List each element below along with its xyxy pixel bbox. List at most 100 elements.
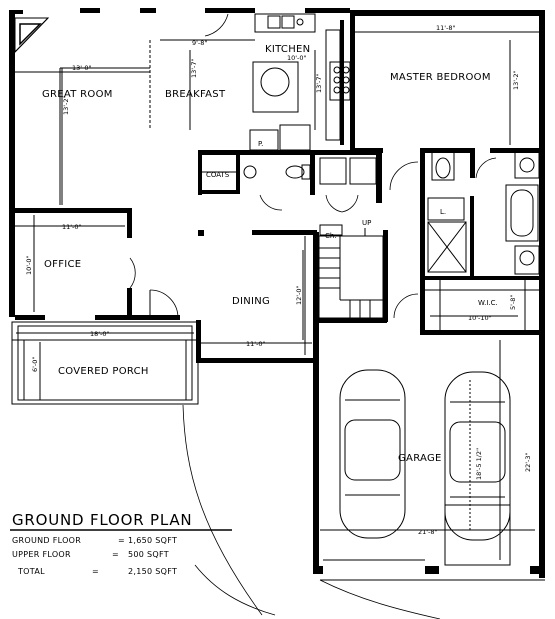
label-china: Ch. — [325, 232, 337, 240]
dim-garage-d: 22'-3" — [524, 452, 532, 472]
door-master — [389, 161, 419, 191]
wall-wic-north — [425, 276, 540, 280]
area-label: UPPER FLOOR — [12, 550, 71, 559]
dryer — [349, 157, 377, 185]
area-label: TOTAL — [17, 567, 45, 576]
wall-east-master — [539, 10, 545, 332]
dim-porch-w: 18'-0" — [90, 330, 110, 338]
sink-right — [281, 15, 295, 29]
ensuite-toilet — [431, 151, 455, 181]
area-sep: = — [112, 550, 119, 559]
kitchen-island — [252, 61, 299, 113]
area-label: GROUND FLOOR — [12, 536, 81, 545]
room-labels: GREAT ROOM BREAKFAST KITCHEN MASTER BEDR… — [42, 44, 498, 464]
garage-cars — [339, 369, 511, 566]
fireplace-inner — [19, 23, 42, 46]
staircase — [318, 228, 384, 319]
area-row: TOTAL = 2,150 SQFT — [17, 567, 177, 576]
label-covered-porch: COVERED PORCH — [58, 366, 149, 377]
door-office — [149, 289, 179, 319]
label-great-room: GREAT ROOM — [42, 89, 113, 100]
dim-wic-w: 10'-10" — [468, 314, 492, 322]
label-coats: COATS — [206, 171, 230, 179]
wall-garage-front3 — [530, 566, 545, 574]
walls — [9, 8, 545, 578]
label-office: OFFICE — [44, 259, 81, 270]
column — [198, 230, 204, 236]
door-garage — [393, 293, 419, 319]
wall-north-mid2 — [140, 8, 156, 13]
label-pantry: P. — [258, 140, 263, 148]
car-1 — [339, 369, 406, 539]
covered-porch-outline — [11, 321, 199, 405]
wall-powder-east — [376, 148, 382, 203]
wall-coats-west — [198, 150, 202, 195]
walkway — [182, 404, 263, 616]
wall-garage-west — [313, 232, 319, 572]
label-wic: W.I.C. — [478, 299, 498, 307]
title-block: GROUND FLOOR PLAN GROUND FLOOR = 1,650 S… — [10, 511, 232, 576]
wall-north-mid — [80, 8, 100, 13]
label-breakfast: BREAKFAST — [165, 89, 226, 100]
wall-garage-north2 — [420, 330, 545, 335]
wall-office-north — [15, 208, 130, 213]
label-stair-up: UP — [362, 219, 371, 227]
wall-ensuite-west — [470, 196, 474, 280]
wall-north-kitchen2 — [305, 8, 350, 13]
wall-kitchen-east-inner — [340, 20, 344, 145]
area-value: 2,150 SQFT — [128, 567, 177, 576]
wall-powder-north — [198, 150, 381, 155]
label-dining: DINING — [232, 296, 270, 307]
doors — [129, 13, 497, 319]
wall-coats-south — [198, 190, 238, 194]
wall-office-south1 — [15, 315, 45, 320]
area-sep: = — [92, 567, 99, 576]
linen-closet — [427, 197, 465, 221]
pantry — [249, 129, 279, 151]
dim-garage-car: 18'-5 1/2" — [475, 448, 483, 480]
dim-garage-w: 21'-8" — [418, 528, 438, 536]
shower — [427, 221, 467, 273]
label-master-bedroom: MASTER BEDROOM — [390, 72, 491, 83]
dim-kitchen-d: 13'-7" — [315, 73, 323, 93]
sink-left — [267, 15, 281, 29]
wall-north-kitchen — [205, 8, 255, 13]
dim-kitchen-w: 10'-0" — [287, 54, 307, 62]
area-row: UPPER FLOOR = 500 SQFT — [12, 550, 169, 559]
powder-toilet — [285, 165, 305, 179]
wall-north-master — [352, 10, 542, 16]
washer — [319, 157, 347, 185]
china-cabinet — [319, 224, 343, 236]
dimension-lines — [15, 31, 540, 560]
wall-garage-front1 — [313, 566, 323, 574]
fixtures — [11, 13, 545, 619]
dim-breakfast-w: 9'-8" — [192, 39, 207, 47]
dim-master-d: 13'-2" — [512, 70, 520, 90]
label-kitchen: KITCHEN — [265, 44, 310, 55]
dimension-labels: 13'-0" 13'-2" 9'-8" 13'-7" 10'-0" 13'-7"… — [25, 24, 532, 536]
wall-bath-west — [420, 148, 425, 333]
label-linen: L. — [440, 208, 446, 216]
wall-stair-east — [383, 230, 388, 322]
dim-great-room-d: 13'-2" — [62, 95, 70, 115]
range — [329, 61, 351, 101]
dim-office-d: 10'-0" — [25, 255, 33, 275]
wall-master-south2 — [420, 148, 475, 153]
plan-title: GROUND FLOOR PLAN — [12, 511, 192, 529]
kitchen-counter-north — [254, 13, 316, 33]
wall-office-south2 — [95, 315, 180, 320]
car-2 — [444, 371, 511, 541]
wall-garage-east — [539, 330, 545, 578]
dim-porch-d: 6'-0" — [31, 357, 39, 372]
dim-wic-d: 5'-8" — [509, 295, 517, 310]
ensuite-sink-2 — [519, 250, 535, 266]
powder-sink — [243, 165, 257, 179]
bathtub — [505, 184, 539, 242]
area-value: 500 SQFT — [128, 550, 169, 559]
label-garage: GARAGE — [398, 453, 442, 464]
area-sep: = — [118, 536, 125, 545]
kitchen-counter-east — [325, 29, 341, 141]
wall-west — [9, 10, 15, 317]
wall-garage-north1 — [319, 318, 387, 323]
area-value: 1,650 SQFT — [128, 536, 177, 545]
